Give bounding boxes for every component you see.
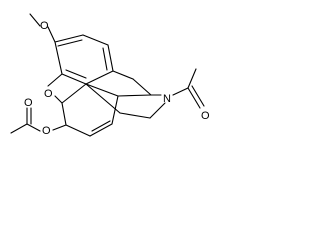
bond-carbonyl-methyl xyxy=(10,123,28,134)
bond-c15-c13 xyxy=(85,83,121,114)
bond-c16-c15 xyxy=(119,112,151,119)
bond-c7-c8 xyxy=(89,123,113,137)
bond-c14-c9 xyxy=(117,94,152,97)
bond-methyl-o xyxy=(29,13,41,27)
bond-ar-c10 xyxy=(112,70,134,80)
bond-c10-c9 xyxy=(132,78,152,96)
bond-c13-c14 xyxy=(85,83,119,97)
bond-ar-2 xyxy=(82,34,109,46)
bond-ar-1 xyxy=(54,34,84,43)
bond-ar-o xyxy=(47,73,63,87)
bond-acyl-o-1 xyxy=(187,87,201,109)
bond-ar-6 xyxy=(54,41,63,75)
bond-c7-c8-double xyxy=(91,120,111,132)
bond-o-carbonyl xyxy=(26,123,41,132)
chemical-structure: O O N O O O xyxy=(10,13,210,137)
bond-ar-1-double xyxy=(57,39,83,47)
bond-ar-5-double xyxy=(65,69,87,79)
bond-ar-5 xyxy=(61,73,87,85)
bond-acyl-o-2 xyxy=(191,85,205,107)
atom-methoxy-o: O xyxy=(40,20,49,32)
atom-acetyl-o: O xyxy=(201,110,210,122)
bond-n-c16 xyxy=(149,102,166,119)
bond-acyl-methyl xyxy=(187,68,197,89)
bond-c5-c6 xyxy=(61,102,67,126)
atom-ester-o: O xyxy=(42,125,51,137)
bond-o-aromatic xyxy=(47,26,56,43)
atom-ring-o: O xyxy=(44,88,53,100)
atom-ester-carbonyl-o: O xyxy=(24,97,33,109)
bond-o-c5 xyxy=(54,95,63,104)
bond-ar-3-double xyxy=(102,47,108,71)
atom-nitrogen: N xyxy=(163,93,171,105)
bond-c5-c13 xyxy=(61,83,87,104)
bond-c6-o xyxy=(52,124,67,131)
bond-c6-c7 xyxy=(65,124,91,137)
bond-ar-4 xyxy=(85,70,114,85)
bond-ar-3 xyxy=(107,44,114,72)
bond-c14-c8 xyxy=(111,95,119,125)
bond-n-acyl xyxy=(172,87,189,96)
